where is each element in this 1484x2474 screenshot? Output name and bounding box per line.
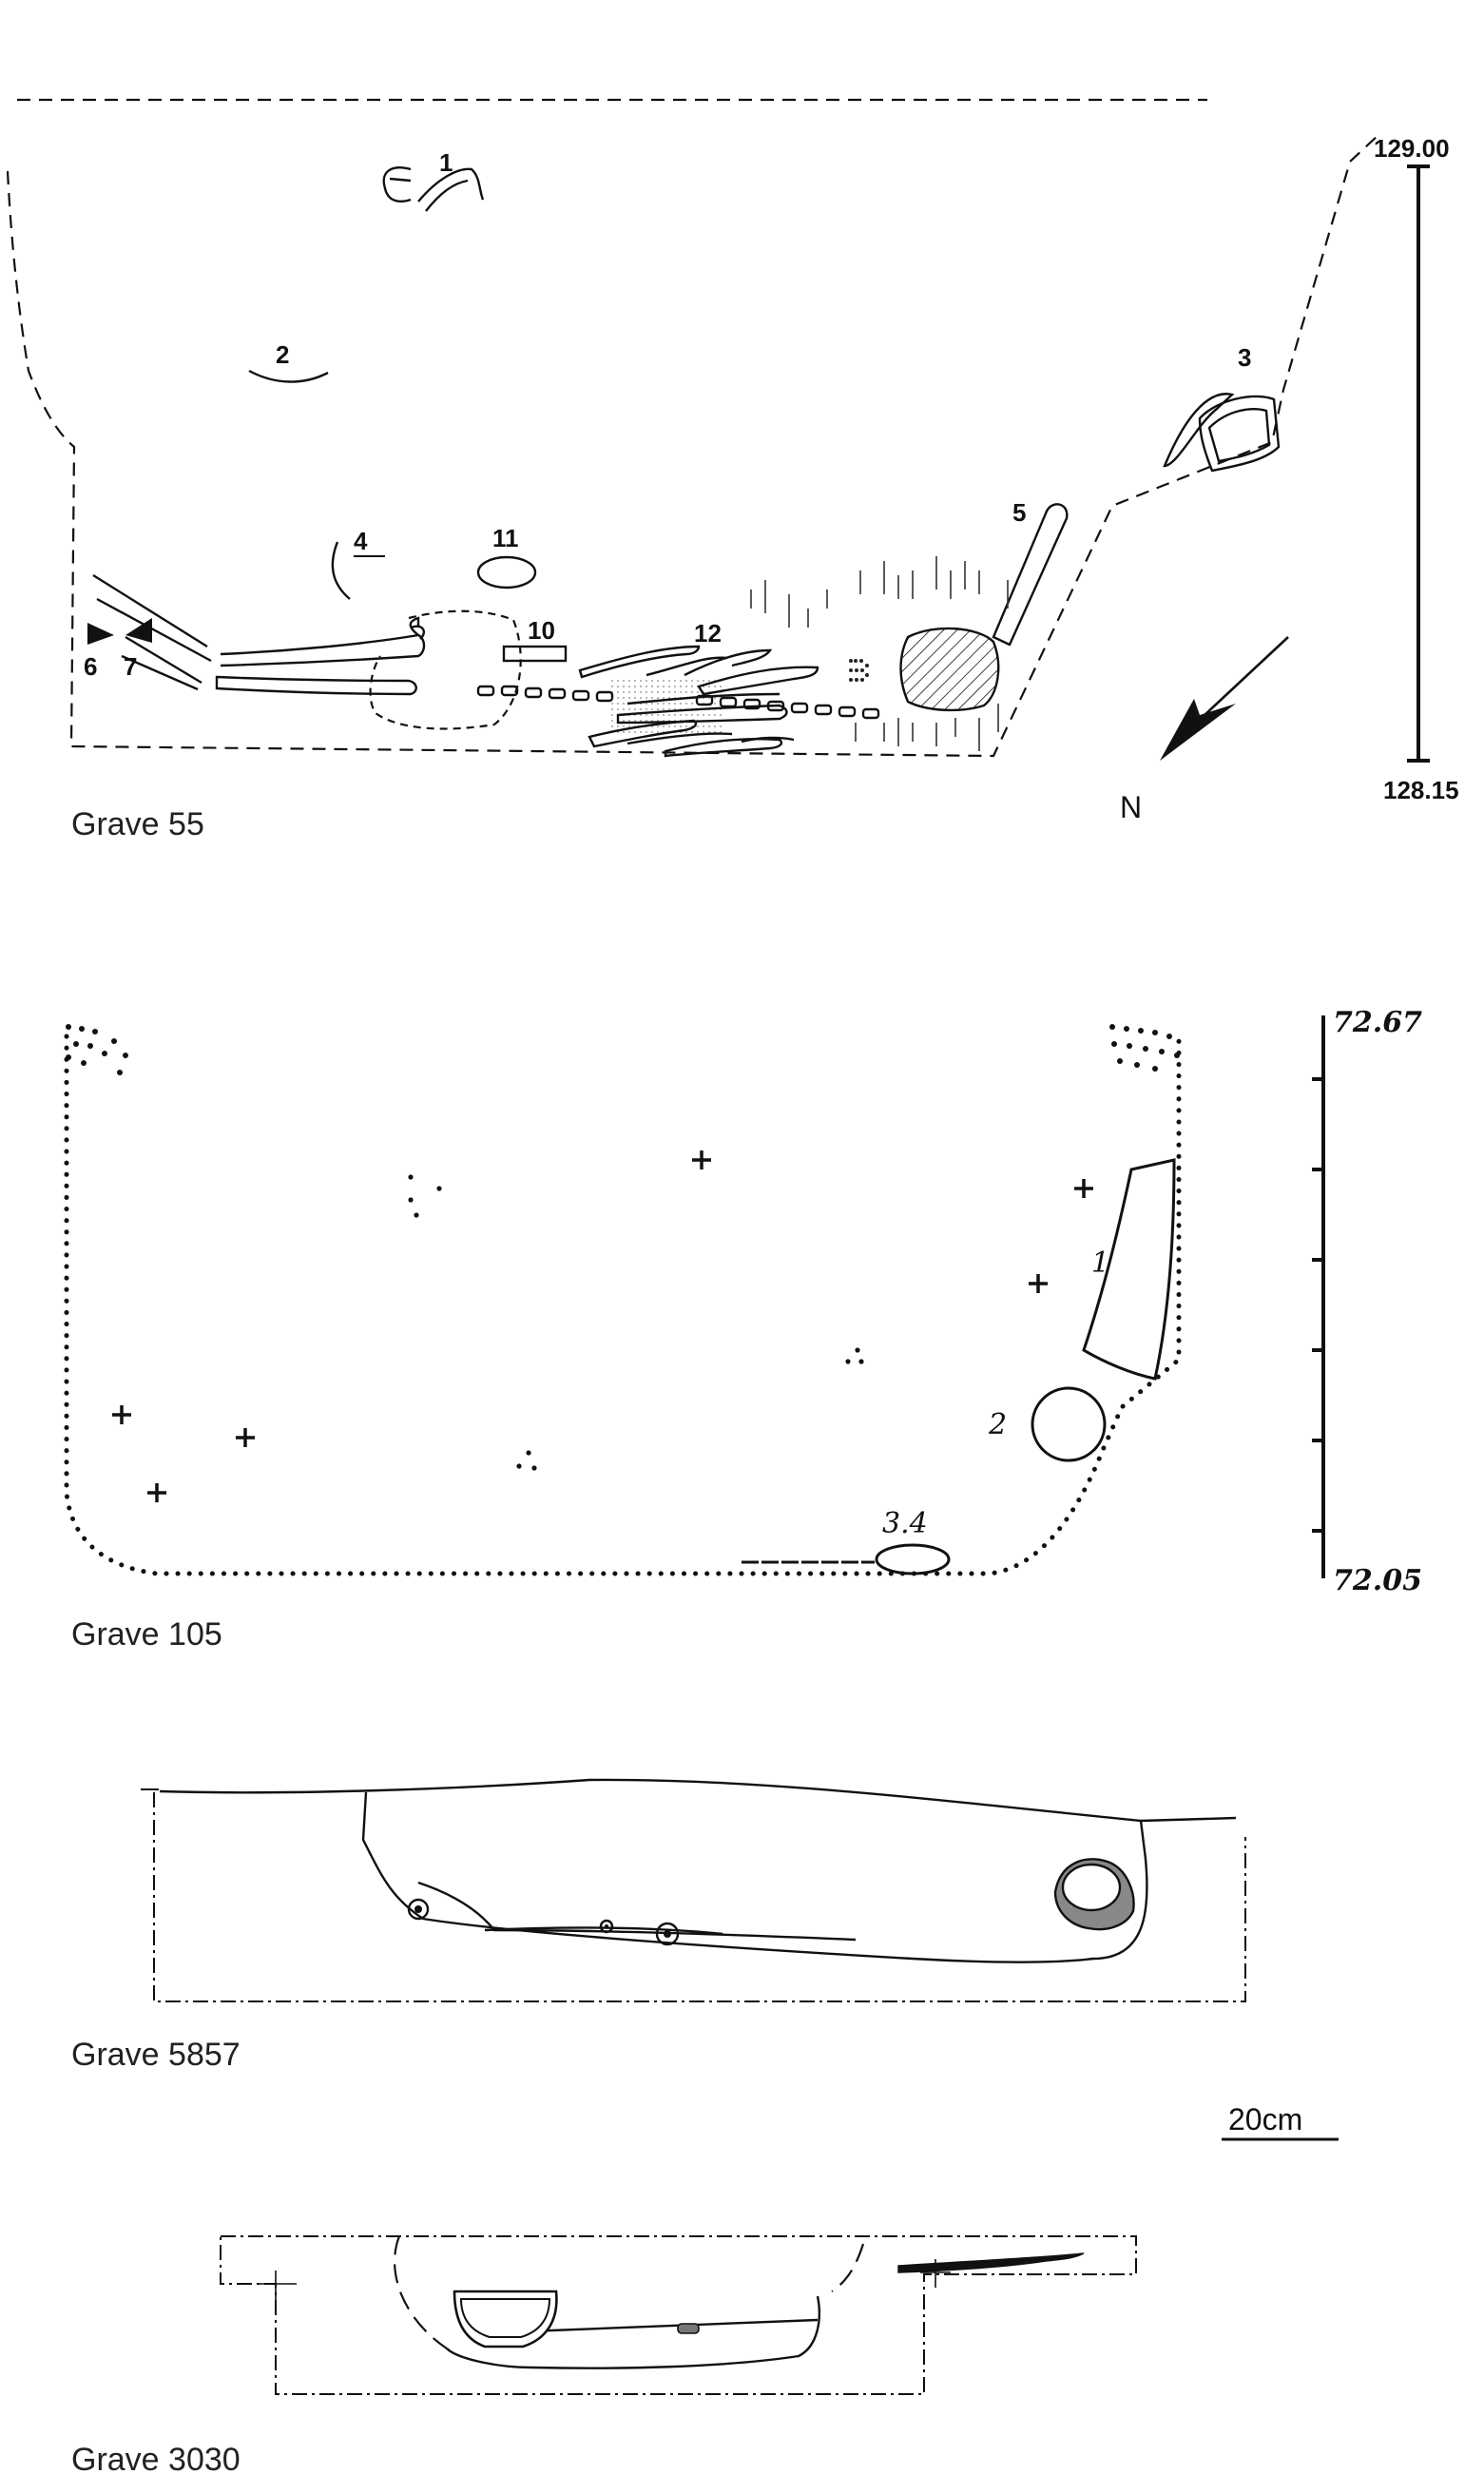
find-label-12: 12	[694, 619, 722, 647]
find-5-long-bone	[992, 503, 1069, 647]
find-105-label-3-4: 3.4	[882, 1507, 928, 1540]
find-1-vessel-fragment	[382, 166, 485, 212]
grave-5857-surface	[159, 1778, 1237, 1823]
find-label-6: 6	[84, 652, 97, 681]
grave-3030-vessel	[453, 2290, 558, 2348]
find-label-7: 7	[124, 652, 137, 681]
find-105-label-2: 2	[988, 1408, 1007, 1441]
grave-55-elevation-top: 129.00	[1374, 134, 1450, 163]
grave-105-corner-stipple-left	[66, 1024, 128, 1075]
grave-105-cross-markers	[112, 1150, 1093, 1502]
north-arrow-icon	[1160, 636, 1289, 761]
grave-3030-frame	[220, 2235, 1137, 2395]
find-6-7-bones	[92, 573, 212, 691]
scale-bar: 20cm	[1222, 2102, 1339, 2141]
grave-5857-body-line	[484, 1926, 723, 1936]
grave-105-dot-markers	[408, 1174, 864, 1471]
find-label-4: 4	[354, 527, 368, 555]
ribs	[578, 645, 819, 758]
grave-55-caption: Grave 55	[71, 806, 204, 842]
grave-3030-pit	[393, 2235, 448, 2349]
find-105-1-slab	[1082, 1158, 1176, 1381]
grave-55-plan: 129.00 128.15 N 1 2 3 4	[6, 98, 1459, 842]
grave-5857-section: Grave 5857	[71, 1778, 1246, 2073]
grave-105-caption: Grave 105	[71, 1616, 222, 1653]
grave-105-outline	[64, 1029, 1182, 1576]
small-beads	[849, 659, 869, 682]
grave-3030-body	[446, 2295, 820, 2369]
grave-55-elevation-bottom: 128.15	[1383, 776, 1459, 804]
find-10-bar	[502, 645, 568, 663]
ground-strokes	[750, 556, 1009, 751]
grave-5857-body-outline	[417, 1881, 857, 1942]
find-7-arrow-icon	[125, 618, 152, 643]
skull-hatched	[899, 627, 1000, 712]
grave-105-elevation-bottom: 72.05	[1333, 1564, 1422, 1597]
grave-3030-caption: Grave 3030	[71, 2442, 241, 2474]
find-105-2-circle	[1031, 1386, 1107, 1462]
grave-55-outline	[6, 132, 1381, 758]
find-label-11: 11	[492, 524, 519, 552]
grave-5857-caption: Grave 5857	[71, 2037, 241, 2073]
find-label-1: 1	[439, 148, 453, 177]
north-label: N	[1120, 790, 1142, 824]
grave-5857-frame	[141, 1788, 1246, 2002]
grave-105-elevation-top: 72.67	[1333, 1006, 1422, 1039]
find-label-2: 2	[276, 340, 289, 369]
find-6-arrow-icon	[87, 623, 114, 645]
find-label-5: 5	[1012, 498, 1026, 527]
find-4-arc	[331, 541, 351, 600]
grave-5857-pit	[361, 1791, 1148, 1963]
find-label-3: 3	[1238, 343, 1251, 372]
find-105-label-1: 1	[1091, 1247, 1109, 1280]
scale-bar-label: 20cm	[1228, 2102, 1302, 2136]
grave-3030-cross-left	[257, 2271, 297, 2301]
grave-3030-surface-right	[897, 2252, 1085, 2273]
find-2-arc	[248, 369, 329, 383]
leg-bones	[215, 616, 426, 696]
grave-3030-small-object	[677, 2323, 700, 2334]
grave-3030-section: Grave 3030	[71, 2235, 1137, 2474]
grave-5857-skull	[1053, 1858, 1135, 1931]
grave-3030-floor-line	[527, 2318, 819, 2333]
find-label-10: 10	[528, 616, 555, 645]
grave-3030-pit-right	[831, 2243, 865, 2292]
pelvis-dashed-outline	[369, 609, 522, 730]
find-105-3-4-oval	[875, 1543, 951, 1575]
grave-105-scale-ticks	[1312, 1077, 1323, 1533]
find-11-oval	[476, 555, 537, 590]
find-3-object	[1163, 393, 1281, 473]
grave-5857-rings	[407, 1898, 680, 1946]
grave-105-plan: 1 2 3.4 72.67 72.05 Grave 105	[64, 1006, 1422, 1653]
grave-105-corner-stipple-right	[1109, 1024, 1180, 1072]
